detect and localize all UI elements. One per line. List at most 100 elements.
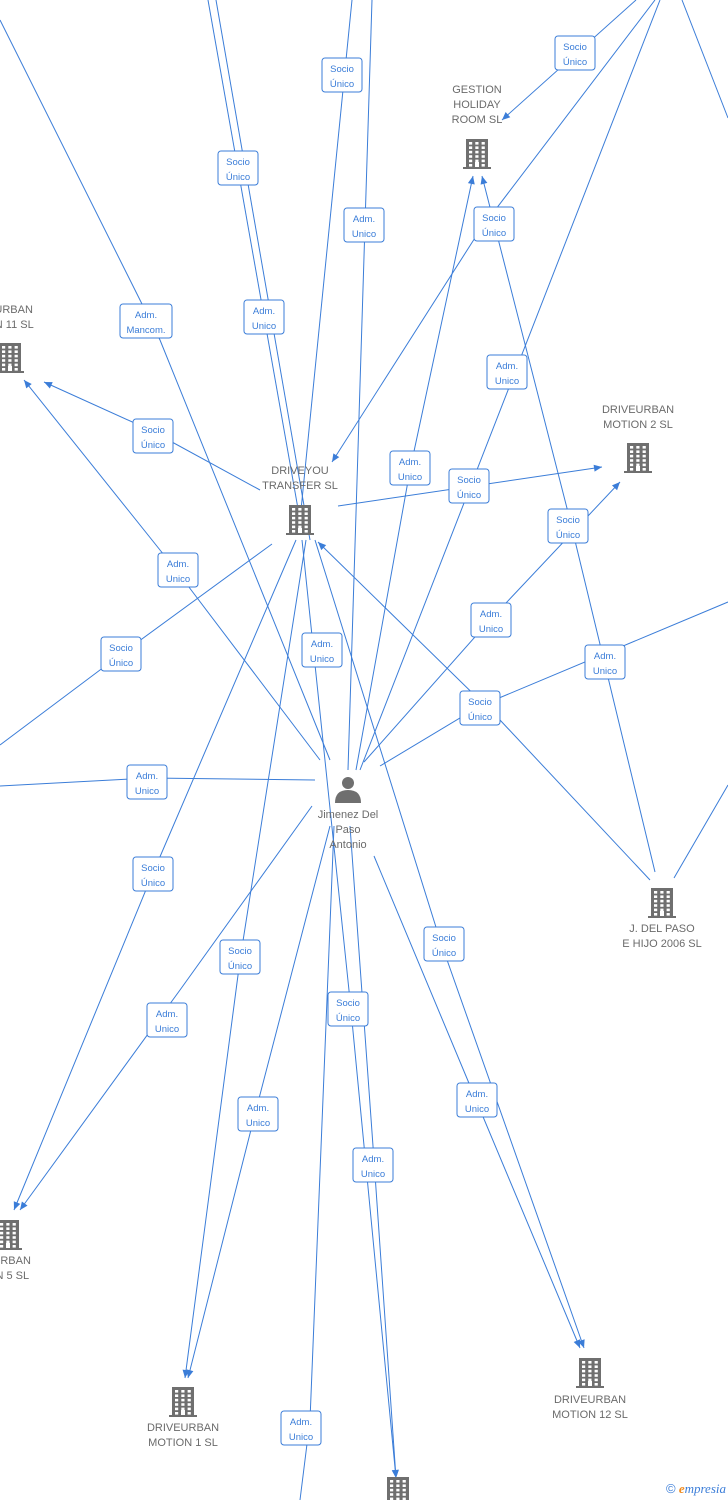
edge-line [299,825,335,1500]
edge-label-text: Único [109,658,133,669]
person-icon [335,777,361,803]
building-icon [624,443,652,473]
node-driveyou[interactable]: DRIVEYOU TRANSFER SL [262,465,338,535]
edge-label-text: Único [482,228,506,239]
edge-label-text: Adm. [247,1103,269,1114]
edge-label-badge[interactable]: Adm.Unico [456,1082,498,1118]
building-icon [463,139,491,169]
edge-label-text: Adm. [399,457,421,468]
edge-label-text: Socio [141,863,165,874]
edge-label-badge[interactable]: Adm.Unico [301,632,343,668]
node-label: EURBAN [0,1255,31,1267]
edge-line [215,0,311,541]
building-icon [0,343,24,373]
node-label: E HIJO 2006 SL [622,938,702,950]
building-icon [286,505,314,535]
node-label: ON 11 SL [0,319,34,331]
edge-line [379,601,728,767]
edge-label-badge[interactable]: Adm.Unico [486,354,528,390]
edge-label-badge[interactable]: Adm.Unico [389,450,431,486]
edge-label-text: Unico [155,1024,179,1035]
edge-label-text: Socio [457,475,481,486]
edge-label-badge[interactable]: Adm.Unico [584,644,626,680]
edge-label-badge[interactable]: Adm.Unico [237,1096,279,1132]
edge-label-badge[interactable]: Adm.Unico [343,207,385,243]
edge-label-text: Único [432,948,456,959]
node-label: DRIVEURBAN [602,404,674,416]
node-label: DRIVEYOU [271,465,329,477]
arrowhead [480,176,488,185]
brand-logo-text: mpresia [684,1481,726,1496]
edge-label-badge[interactable]: Adm.Unico [126,764,168,800]
node-m5[interactable]: EURBANON 5 SL [0,1220,31,1282]
node-label: J. DEL PASO [629,923,695,935]
edge-label-text: Socio [468,697,492,708]
edge-label-badge[interactable]: Adm. Unico [352,1147,394,1183]
edge-label-text: Adm. [136,771,158,782]
edge-label-text: Unico [310,654,334,665]
edge-label-text: Socio [482,213,506,224]
edge-label-text: Socio [330,64,354,75]
node-label: GESTION [452,84,502,96]
edge-label-text: Unico [252,321,276,332]
arrowhead [24,380,32,389]
node-bottom[interactable] [384,1477,412,1500]
edge-label-badge[interactable]: Adm.Unico [280,1410,322,1446]
edge-label-badge[interactable]: Adm. Unico [243,299,285,335]
node-label: Jimenez Del [318,809,379,821]
node-label: MOTION 1 SL [148,1437,218,1449]
edge-label-badge[interactable]: Adm. Unico [470,602,512,638]
edge-label-text: Único [228,961,252,972]
edge-label-text: Adm. [253,306,275,317]
building-icon [169,1387,197,1417]
edge-label-text: Unico [495,376,519,387]
edge-label-badge[interactable]: Adm.Unico [146,1002,188,1038]
brand-footer[interactable]: © empresia [666,1481,726,1497]
node-label: Paso [335,824,360,836]
edge-label-badge[interactable]: Adm.Mancom. [119,303,173,339]
edge-label-text: Unico [352,229,376,240]
building-icon [576,1358,604,1388]
edge-label-text: Adm. [594,651,616,662]
edge-label-text: Socio [336,998,360,1009]
edge-label-text: Único [141,440,165,451]
node-jdp[interactable]: J. DEL PASO E HIJO 2006 SL [622,888,702,950]
edge-label-text: Adm. [480,609,502,620]
edge-label-text: Adm. [362,1154,384,1165]
edge-label-text: Unico [361,1169,385,1180]
arrowhead [467,176,475,185]
edge-label-text: Socio [228,946,252,957]
edge-line [207,0,301,521]
edge-label-text: Único [556,530,580,541]
node-label: MOTION 2 SL [603,419,673,431]
building-icon [648,888,676,918]
edge-label-text: Socio [556,515,580,526]
arrowhead [20,1201,28,1210]
node-label: TRANSFER SL [262,480,338,492]
arrowhead [332,453,340,462]
node-m11[interactable]: EURBAN ON 11 SL [0,304,34,373]
edge-line [0,19,331,761]
node-m2[interactable]: DRIVEURBAN MOTION 2 SL [602,404,674,473]
edge-label-badge[interactable]: Adm.Unico [157,552,199,588]
node-label: EURBAN [0,304,33,316]
edge-label-text: Unico [479,624,503,635]
edge-label-text: Único [468,712,492,723]
